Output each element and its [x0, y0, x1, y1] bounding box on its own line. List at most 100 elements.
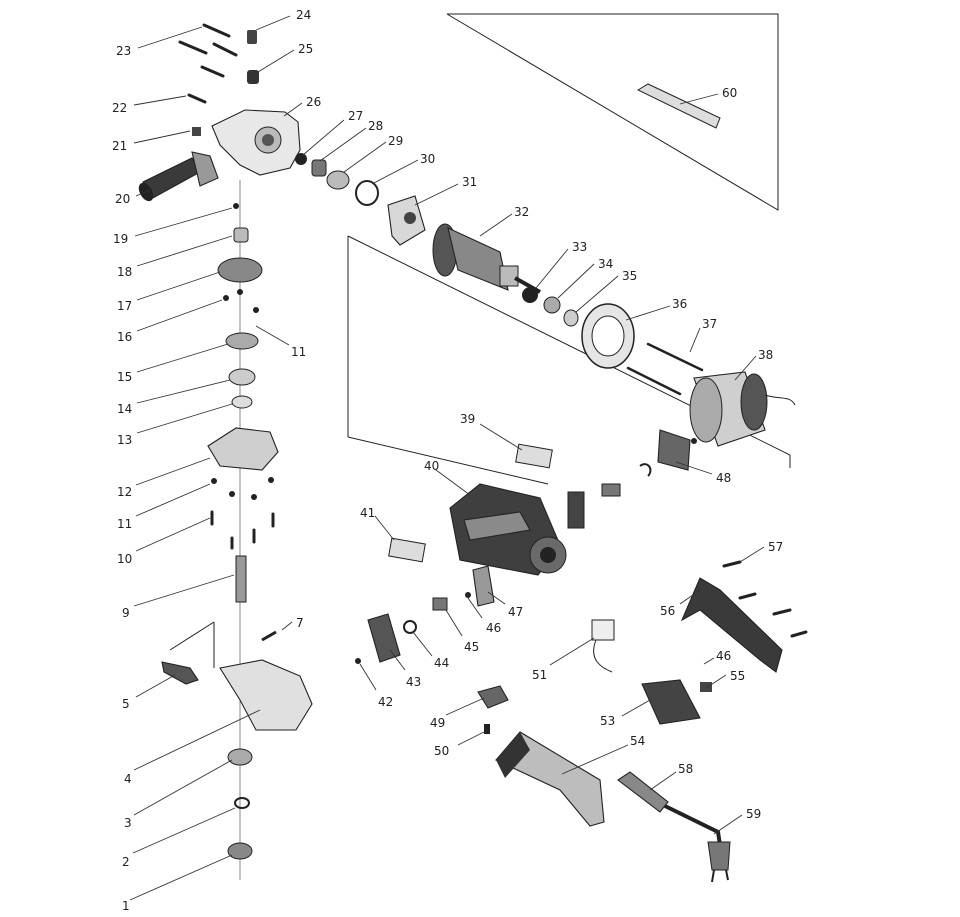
- callout-20: 20: [115, 189, 151, 206]
- callout-11-upper: 11: [255, 325, 306, 359]
- svg-text:55: 55: [730, 669, 745, 683]
- cord-part-59: [664, 804, 722, 846]
- armature-part-32: [432, 223, 541, 294]
- callout-19: 19: [113, 207, 233, 246]
- callout-10: 10: [117, 517, 211, 566]
- ring-part-2: [234, 797, 250, 809]
- gear-part-17: [217, 257, 263, 283]
- callout-24: 24: [255, 8, 311, 31]
- callouts: 1 2 3 4 5 7 9 10 11 11 12 13 14 15 16 17…: [112, 8, 783, 913]
- callout-28: 28: [319, 119, 383, 162]
- clamp-part-5: [161, 661, 199, 685]
- label-part-41: [388, 537, 426, 563]
- svg-text:20: 20: [115, 192, 130, 206]
- screw-part-21: [192, 127, 201, 136]
- inner-flange-part-3: [227, 748, 253, 766]
- label-part-39: [515, 443, 553, 469]
- svg-text:37: 37: [702, 317, 717, 331]
- section-outlines: [169, 13, 791, 668]
- callout-27: 27: [302, 109, 363, 156]
- callout-44: 44: [412, 631, 449, 670]
- callout-30: 30: [371, 152, 435, 185]
- callout-49: 49: [430, 697, 485, 730]
- stator-part-38: [689, 371, 796, 447]
- svg-text:25: 25: [298, 42, 313, 56]
- outer-flange-part-1: [227, 842, 253, 860]
- cover-part-48: [657, 429, 691, 471]
- callout-5: 5: [122, 674, 176, 711]
- svg-text:32: 32: [514, 205, 529, 219]
- bearing-cover-part-12: [207, 427, 279, 471]
- svg-text:5: 5: [122, 697, 130, 711]
- callout-18: 18: [117, 235, 233, 279]
- side-handle-part-20: [138, 151, 219, 202]
- spindle-part-9: [235, 555, 247, 603]
- svg-text:21: 21: [112, 139, 127, 153]
- svg-text:43: 43: [406, 675, 421, 689]
- svg-text:11: 11: [291, 345, 306, 359]
- svg-text:36: 36: [672, 297, 687, 311]
- svg-text:18: 18: [117, 265, 132, 279]
- screw-part-22: [187, 93, 207, 104]
- plate-part-15: [225, 332, 259, 350]
- svg-text:31: 31: [462, 175, 477, 189]
- callout-41: 41: [360, 506, 395, 541]
- svg-text:26: 26: [306, 95, 321, 109]
- parts: [138, 23, 808, 883]
- wheel-guard-part-4: [219, 659, 313, 731]
- svg-text:51: 51: [532, 668, 547, 682]
- part-55: [700, 682, 712, 692]
- svg-text:7: 7: [296, 616, 304, 630]
- callout-25: 25: [257, 42, 313, 73]
- svg-text:46: 46: [716, 649, 731, 663]
- svg-text:28: 28: [368, 119, 383, 133]
- svg-text:29: 29: [388, 134, 403, 148]
- callout-48: 48: [675, 461, 731, 485]
- svg-text:53: 53: [600, 714, 615, 728]
- callout-13: 13: [117, 403, 233, 447]
- screw-part-23: [178, 23, 238, 78]
- bearing-part-29: [326, 170, 350, 190]
- callout-59: 59: [713, 807, 761, 835]
- bearing-part-33: [522, 287, 538, 303]
- screw-part-7: [261, 630, 277, 642]
- callout-26: 26: [283, 95, 321, 117]
- svg-text:23: 23: [116, 44, 131, 58]
- svg-text:4: 4: [124, 772, 132, 786]
- ring-part-30: [355, 180, 379, 206]
- callout-60: 60: [679, 86, 737, 105]
- callout-39: 39: [460, 412, 523, 451]
- callout-16: 16: [117, 299, 223, 344]
- handle-half-part-56: [680, 577, 783, 673]
- callout-37: 37: [689, 317, 717, 353]
- motor-housing-part-40: [449, 483, 567, 576]
- callout-47: 47: [487, 591, 523, 619]
- capacitor-part-51: [591, 619, 615, 641]
- callout-46-lower: 46: [703, 649, 731, 665]
- callout-4: 4: [124, 709, 261, 786]
- svg-text:13: 13: [117, 433, 132, 447]
- callout-58: 58: [649, 762, 693, 791]
- callout-34: 34: [557, 257, 613, 299]
- callout-12: 12: [117, 457, 211, 499]
- svg-text:39: 39: [460, 412, 475, 426]
- svg-text:30: 30: [420, 152, 435, 166]
- sleeve-part-28: [311, 159, 327, 177]
- callout-33: 33: [535, 240, 587, 289]
- svg-text:46: 46: [486, 621, 501, 635]
- screw-part-37: [626, 342, 704, 396]
- svg-text:19: 19: [113, 232, 128, 246]
- svg-text:1: 1: [122, 899, 130, 913]
- callout-54: 54: [561, 734, 645, 775]
- callout-31: 31: [414, 175, 477, 206]
- cable-guard-part-58: [617, 771, 669, 813]
- svg-text:50: 50: [434, 744, 449, 758]
- svg-text:10: 10: [117, 552, 132, 566]
- callout-15: 15: [117, 343, 229, 384]
- carbon-brush-part-45: [432, 597, 448, 611]
- callout-57: 57: [739, 540, 783, 563]
- svg-text:48: 48: [716, 471, 731, 485]
- spring-part-50: [484, 724, 490, 734]
- callout-3: 3: [124, 759, 233, 830]
